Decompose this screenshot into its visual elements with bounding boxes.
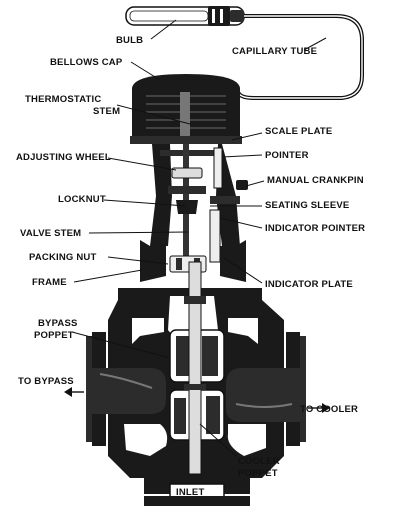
label-indicator-pointer: INDICATOR POINTER [265,223,365,234]
capillary-tube [236,14,364,100]
label-to-bypass: TO BYPASS [18,376,74,387]
flow-arrow-to-cooler [308,403,330,413]
thermostat-housing [150,144,248,264]
sensing-bulb [125,6,245,26]
label-manual-crankpin: MANUAL CRANKPIN [267,175,364,186]
label-bulb: BULB [116,35,143,46]
label-cooler-poppet-line1: COOLER [238,456,280,467]
label-indicator-plate: INDICATOR PLATE [265,279,353,290]
label-cooler-poppet-line2: POPPET [238,468,278,479]
flow-arrow-to-bypass [64,387,84,397]
label-thermostatic-stem-line1: THERMOSTATIC [25,94,101,105]
label-locknut: LOCKNUT [58,194,106,205]
label-frame: FRAME [32,277,67,288]
label-bypass-poppet-line1: BYPASS [38,318,78,329]
bellows-cap [130,74,242,144]
label-inlet: INLET [176,487,204,498]
label-seating-sleeve: SEATING SLEEVE [265,200,349,211]
label-capillary-tube: CAPILLARY TUBE [232,46,317,57]
label-scale-plate: SCALE PLATE [265,126,332,137]
label-bypass-poppet-line2: POPPET [34,330,74,341]
label-bellows-cap: BELLOWS CAP [50,57,123,68]
label-packing-nut: PACKING NUT [29,252,96,263]
label-pointer: POINTER [265,150,309,161]
valve-body [86,261,306,506]
label-to-cooler: TO COOLER [300,404,358,415]
leader-lines [71,19,327,457]
label-thermostatic-stem-line2: STEM [93,106,120,117]
label-valve-stem: VALVE STEM [20,228,81,239]
label-adjusting-wheel: ADJUSTING WHEEL [16,152,111,163]
